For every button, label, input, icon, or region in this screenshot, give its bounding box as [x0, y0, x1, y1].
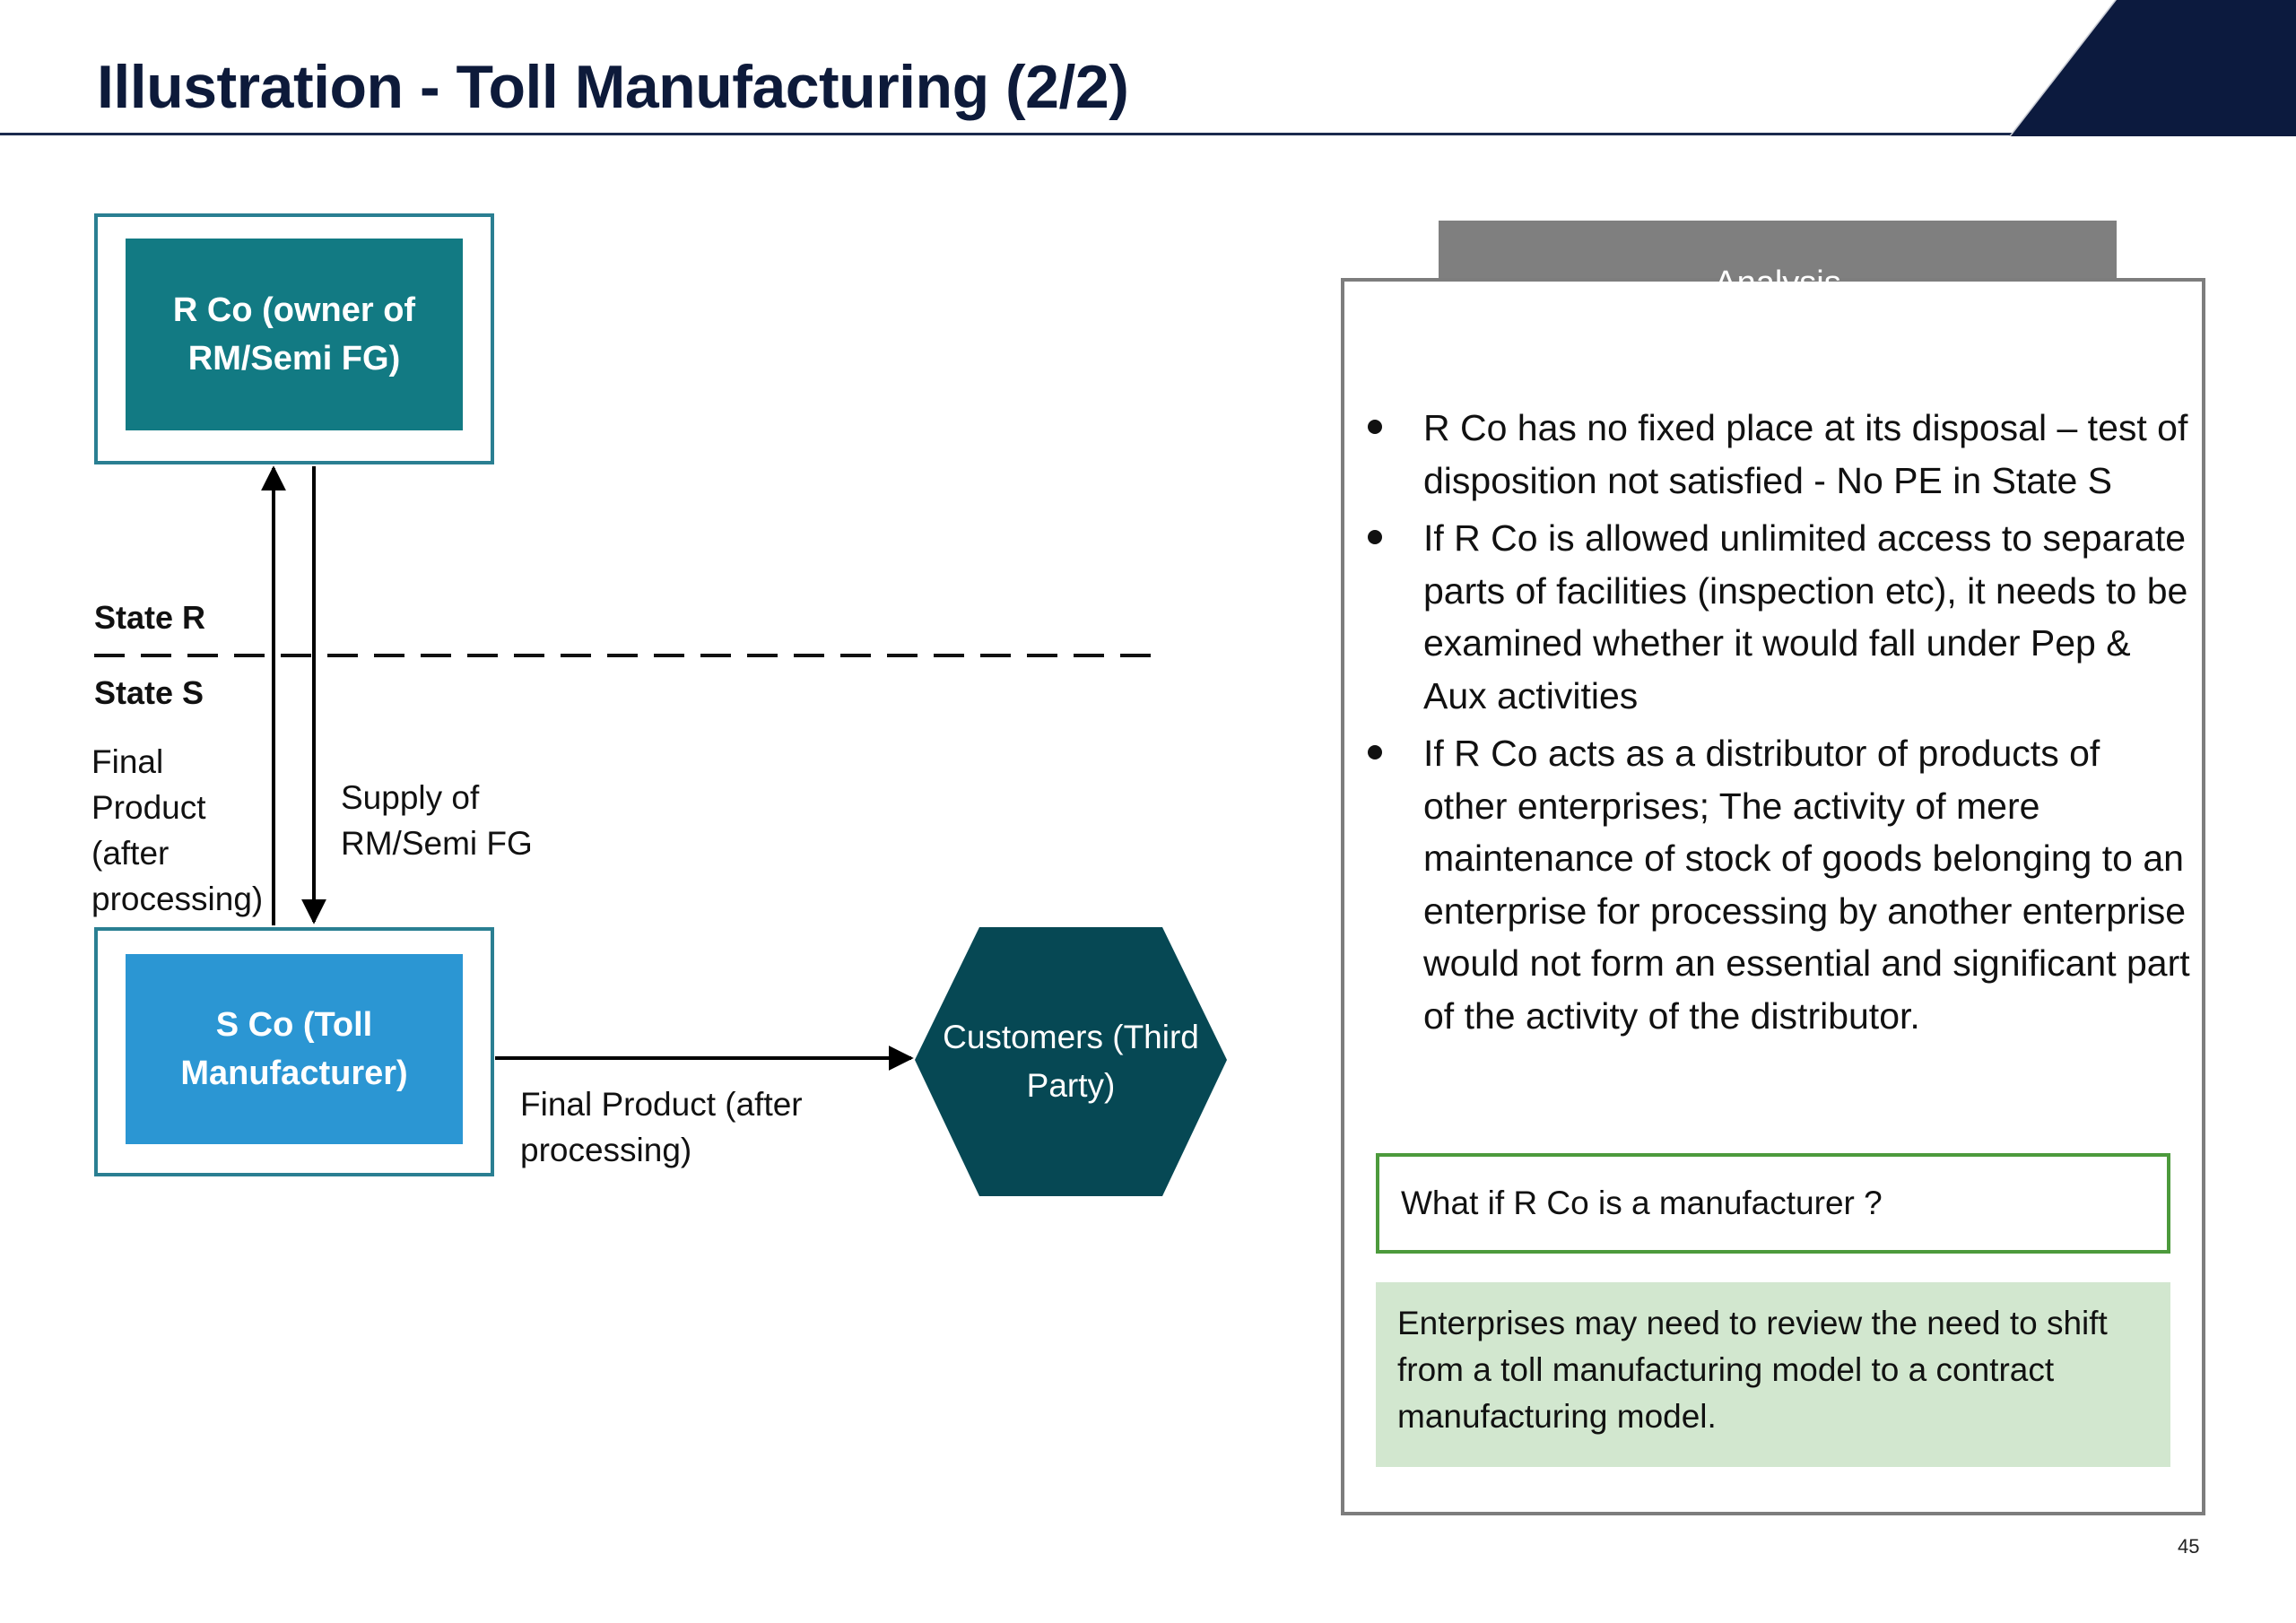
r-co-label: R Co (owner of RM/Semi FG) [126, 239, 463, 430]
customers-label: Customers (Third Party) [943, 1019, 1199, 1104]
title-rule [0, 133, 2018, 135]
analysis-bullet-text: R Co has no fixed place at its disposal … [1423, 407, 2188, 501]
slide-title: Illustration - Toll Manufacturing (2/2) [97, 53, 1129, 121]
analysis-tab-label: Analysis [1714, 264, 1841, 302]
state-r-label: State R [94, 599, 206, 636]
customers-hexagon [915, 927, 1227, 1196]
bullet-dot-icon [1368, 420, 1382, 434]
corner-navy-block [2011, 0, 2296, 136]
note-box: Enterprises may need to review the need … [1376, 1282, 2170, 1467]
analysis-bullet-list: R Co has no fixed place at its disposal … [1359, 402, 2193, 1047]
analysis-bullet-text: If R Co acts as a distributor of product… [1423, 733, 2190, 1037]
analysis-bullet: If R Co acts as a distributor of product… [1359, 727, 2193, 1042]
supply-label: Supply of RM/Semi FG [341, 779, 533, 862]
question-box: What if R Co is a manufacturer ? [1376, 1153, 2170, 1254]
state-s-label: State S [94, 674, 204, 711]
page-number: 45 [2178, 1535, 2200, 1558]
bullet-dot-icon [1368, 745, 1382, 759]
final-product-up-label: Final Product (after processing) [91, 743, 264, 917]
bullet-dot-icon [1368, 530, 1382, 544]
analysis-bullet: If R Co is allowed unlimited access to s… [1359, 512, 2193, 722]
corner-decoration [2009, 0, 2296, 136]
analysis-bullet: R Co has no fixed place at its disposal … [1359, 402, 2193, 507]
final-product-right-label: Final Product (after processing) [520, 1086, 803, 1168]
s-co-label: S Co (Toll Manufacturer) [126, 954, 463, 1144]
analysis-bullet-text: If R Co is allowed unlimited access to s… [1423, 517, 2188, 716]
